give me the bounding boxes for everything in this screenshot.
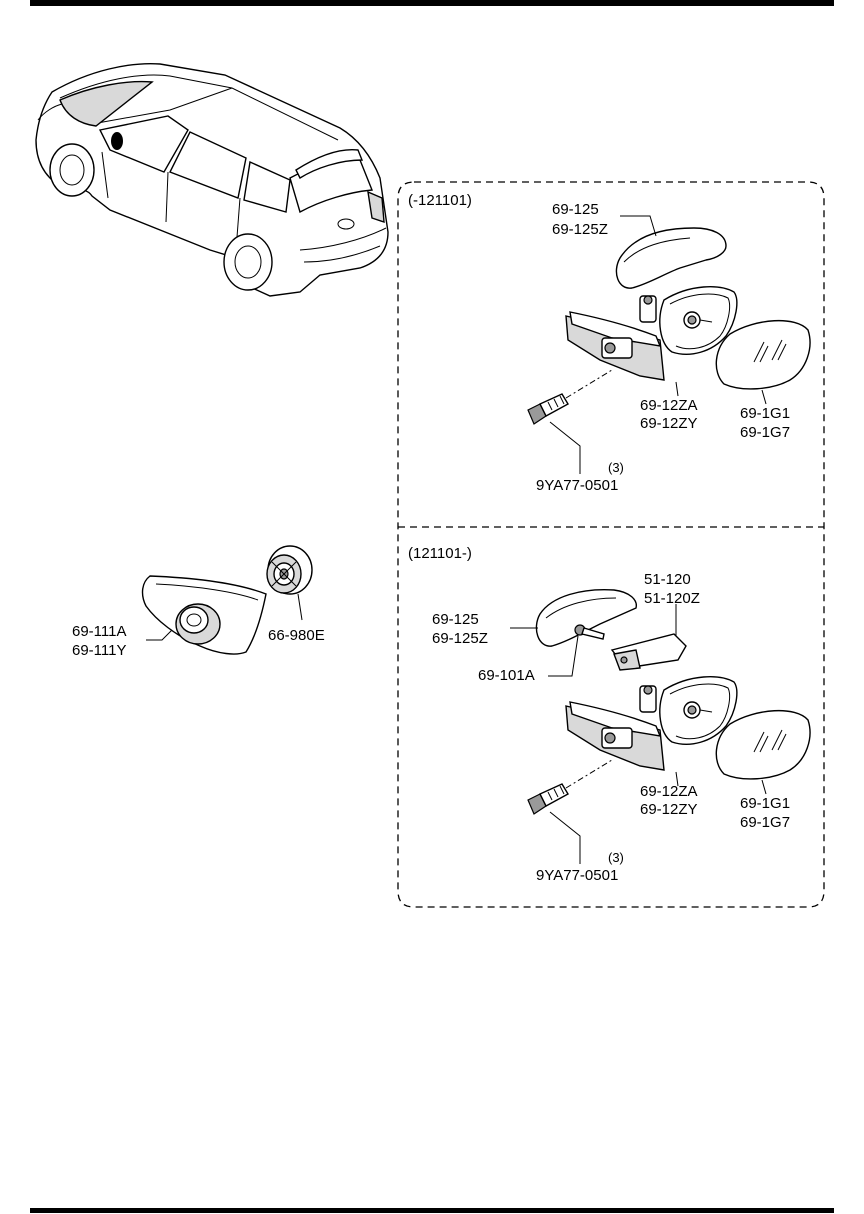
- speaker-part: [266, 545, 313, 595]
- mirror-body-lower-part-2: 69-12ZY: [640, 801, 698, 818]
- speaker-part-number: 66-980E: [268, 627, 325, 644]
- upper-section-code: (-121101): [408, 192, 472, 209]
- bracket-lower: [610, 633, 687, 671]
- section-box: [397, 181, 825, 908]
- glass-lower-part-2: 69-1G7: [740, 814, 790, 831]
- glass-upper-part-1: 69-1G1: [740, 405, 790, 422]
- mirror-cover-lower: [535, 589, 637, 647]
- bolt-upper: [527, 393, 569, 425]
- mirror-body-upper: [565, 286, 738, 381]
- garnish-part-2: 69-111Y: [72, 642, 127, 659]
- glass-lower-part-1: 69-1G1: [740, 795, 790, 812]
- glass-upper-part-2: 69-1G7: [740, 424, 790, 441]
- mirror-body-upper-part-1: 69-12ZA: [640, 397, 698, 414]
- bolt-lower: [527, 783, 569, 815]
- bolt-upper-qty: (3): [608, 460, 624, 475]
- vehicle-illustration: [35, 63, 389, 297]
- bottom-border-bar: [30, 1208, 834, 1213]
- mirror-cover-upper: [615, 227, 727, 289]
- mirror-glass-lower: [715, 710, 811, 780]
- lower-section-code: (121101-): [408, 545, 472, 562]
- screw-lower-part: 69-101A: [478, 667, 535, 684]
- bracket-lower-part-2: 51-120Z: [644, 590, 700, 607]
- mirror-body-upper-part-2: 69-12ZY: [640, 415, 698, 432]
- mirror-body-lower-part-1: 69-12ZA: [640, 783, 698, 800]
- cover-lower-part-1: 69-125: [432, 611, 479, 628]
- mirror-body-lower: [565, 676, 738, 771]
- bolt-upper-number: 9YA77-0501: [536, 477, 618, 494]
- mirror-location-marker: [111, 132, 123, 150]
- cover-upper-part-2: 69-125Z: [552, 221, 608, 238]
- top-border-bar: [30, 0, 834, 6]
- cover-upper-part-1: 69-125: [552, 201, 599, 218]
- screw-lower: [574, 624, 605, 640]
- garnish-part-1: 69-111A: [72, 623, 127, 640]
- bolt-lower-qty: (3): [608, 850, 624, 865]
- mirror-glass-upper: [715, 320, 811, 390]
- bracket-lower-part-1: 51-120: [644, 571, 691, 588]
- cover-lower-part-2: 69-125Z: [432, 630, 488, 647]
- bolt-lower-number: 9YA77-0501: [536, 867, 618, 884]
- garnish-part: [141, 575, 267, 655]
